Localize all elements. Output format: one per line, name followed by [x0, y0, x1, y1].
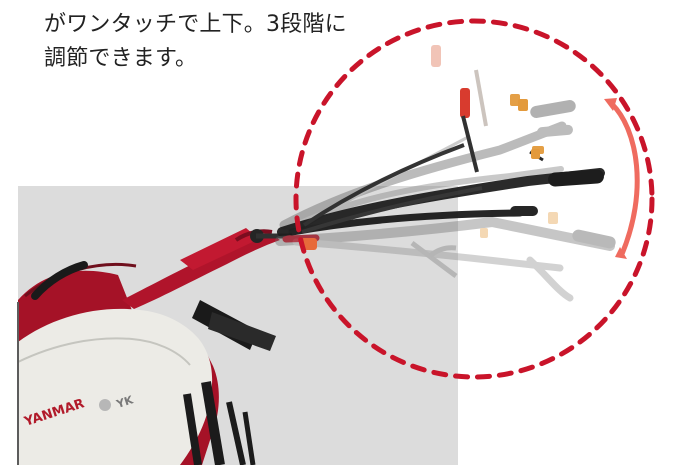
caption-line-2: 調節できます。 — [44, 46, 198, 72]
brand-emblem — [99, 399, 111, 411]
caption-line-1: がワンタッチで上下。3段階に — [44, 12, 347, 37]
tiller-machine: YANMAR YK — [17, 261, 276, 465]
handle-positions — [275, 45, 616, 302]
model-label: YK — [114, 393, 135, 411]
height-adjustment-arrow — [604, 98, 640, 259]
focus-circle — [293, 18, 655, 380]
caption-text: がワンタッチで上下。3段階に 調節できます。 — [44, 8, 404, 76]
